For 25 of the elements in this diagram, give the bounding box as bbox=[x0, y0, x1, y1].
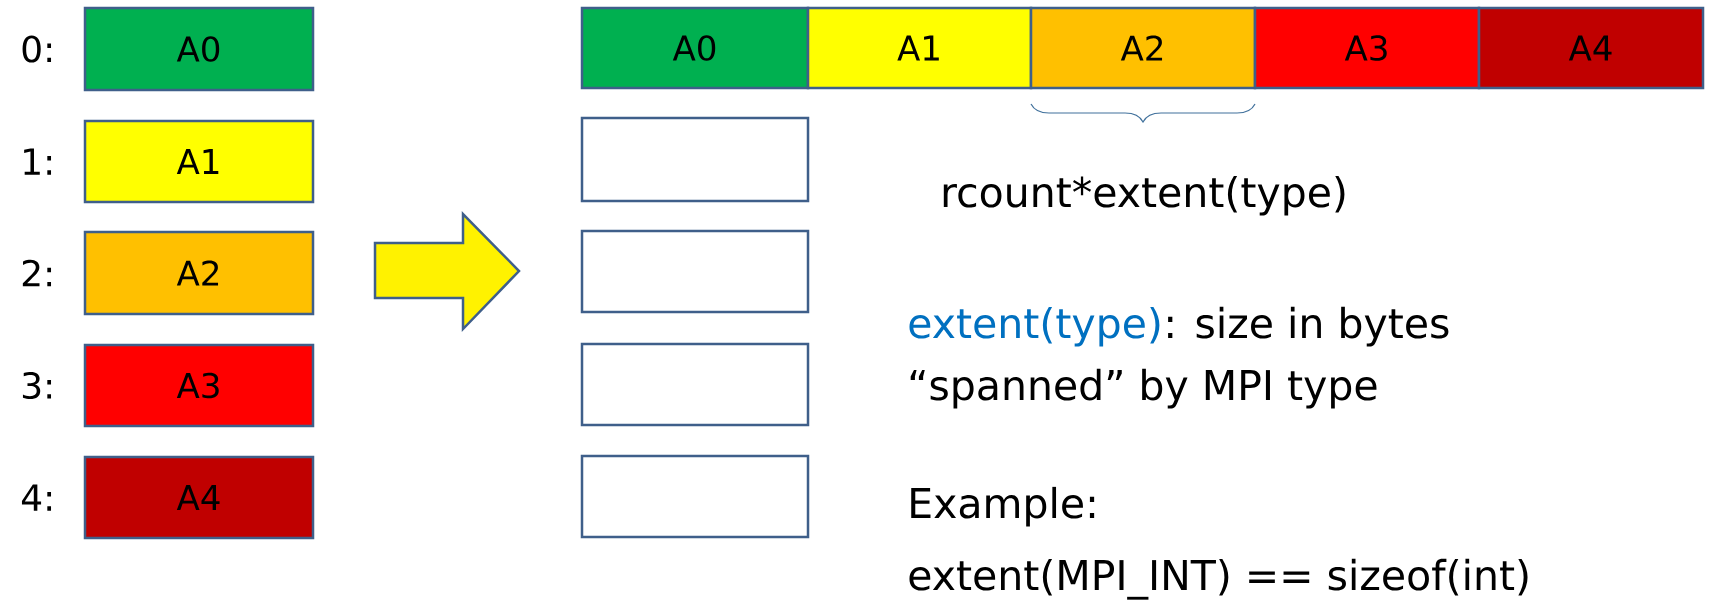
row-label: 0: bbox=[22, 35, 51, 63]
data-cell: A3 bbox=[1253, 6, 1481, 90]
brace-label: rcount*extent(type) bbox=[943, 175, 1345, 216]
empty-box bbox=[580, 342, 810, 427]
array-box: A3 bbox=[83, 343, 315, 428]
row-label: 1: bbox=[24, 148, 51, 175]
empty-box bbox=[580, 229, 810, 314]
row-label: 2: bbox=[22, 259, 51, 287]
example-heading: Example: bbox=[911, 486, 1095, 527]
row-label: 3: bbox=[22, 371, 51, 400]
note-text: “spanned” by MPI type bbox=[910, 368, 1377, 409]
data-cell: A0 bbox=[580, 6, 810, 90]
data-cell: A4 bbox=[1477, 6, 1705, 90]
array-box: A4 bbox=[83, 455, 315, 540]
note-text: : size in bytes bbox=[1168, 306, 1449, 347]
data-cell: A1 bbox=[806, 6, 1033, 90]
array-box: A2 bbox=[83, 230, 315, 316]
term-text: extent(type) bbox=[909, 306, 1160, 347]
empty-box bbox=[580, 454, 810, 539]
data-cell: A2 bbox=[1029, 6, 1257, 90]
empty-box bbox=[580, 116, 810, 203]
array-box: A0 bbox=[83, 6, 315, 92]
array-box: A1 bbox=[83, 119, 315, 204]
row-label: 4: bbox=[21, 484, 51, 511]
example-text: extent(MPI_INT) == sizeof(int) bbox=[909, 558, 1528, 600]
